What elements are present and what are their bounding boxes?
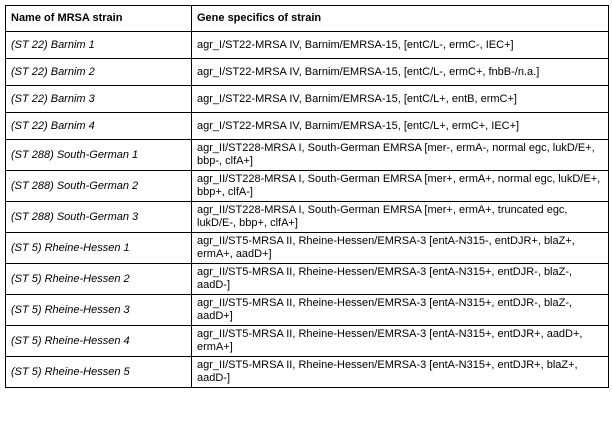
gene-specifics-cell: agr_II/ST5-MRSA II, Rheine-Hessen/EMRSA-… [191, 232, 609, 264]
table-row: (ST 288) South-German 1 agr_II/ST228-MRS… [5, 139, 609, 171]
gene-specifics-cell: agr_II/ST228-MRSA I, South-German EMRSA … [191, 139, 609, 171]
gene-specifics-cell: agr_I/ST22-MRSA IV, Barnim/EMRSA-15, [en… [191, 58, 609, 86]
gene-specifics-cell: agr_I/ST22-MRSA IV, Barnim/EMRSA-15, [en… [191, 112, 609, 140]
gene-specifics-cell: agr_I/ST22-MRSA IV, Barnim/EMRSA-15, [en… [191, 85, 609, 113]
table-row: (ST 5) Rheine-Hessen 1 agr_II/ST5-MRSA I… [5, 232, 609, 264]
header-strain-name: Name of MRSA strain [5, 5, 192, 32]
strain-name-cell: (ST 22) Barnim 2 [5, 58, 192, 86]
gene-specifics-cell: agr_II/ST5-MRSA II, Rheine-Hessen/EMRSA-… [191, 356, 609, 388]
table-row: (ST 22) Barnim 1 agr_I/ST22-MRSA IV, Bar… [5, 31, 609, 59]
table-row: (ST 5) Rheine-Hessen 4 agr_II/ST5-MRSA I… [5, 325, 609, 357]
table-row: (ST 22) Barnim 2 agr_I/ST22-MRSA IV, Bar… [5, 58, 609, 86]
strain-name-cell: (ST 22) Barnim 3 [5, 85, 192, 113]
strain-name-cell: (ST 5) Rheine-Hessen 4 [5, 325, 192, 357]
table-row: (ST 22) Barnim 3 agr_I/ST22-MRSA IV, Bar… [5, 85, 609, 113]
table-row: (ST 5) Rheine-Hessen 3 agr_II/ST5-MRSA I… [5, 294, 609, 326]
gene-specifics-cell: agr_II/ST228-MRSA I, South-German EMRSA … [191, 201, 609, 233]
strain-name-cell: (ST 288) South-German 1 [5, 139, 192, 171]
header-gene-specifics: Gene specifics of strain [191, 5, 609, 32]
strain-name-cell: (ST 5) Rheine-Hessen 3 [5, 294, 192, 326]
gene-specifics-cell: agr_II/ST5-MRSA II, Rheine-Hessen/EMRSA-… [191, 294, 609, 326]
gene-specifics-cell: agr_II/ST228-MRSA I, South-German EMRSA … [191, 170, 609, 202]
gene-specifics-cell: agr_I/ST22-MRSA IV, Barnim/EMRSA-15, [en… [191, 31, 609, 59]
table-row: (ST 22) Barnim 4 agr_I/ST22-MRSA IV, Bar… [5, 112, 609, 140]
gene-specifics-cell: agr_II/ST5-MRSA II, Rheine-Hessen/EMRSA-… [191, 263, 609, 295]
gene-specifics-cell: agr_II/ST5-MRSA II, Rheine-Hessen/EMRSA-… [191, 325, 609, 357]
table-header-row: Name of MRSA strain Gene specifics of st… [5, 5, 609, 32]
table-row: (ST 5) Rheine-Hessen 2 agr_II/ST5-MRSA I… [5, 263, 609, 295]
strain-name-cell: (ST 22) Barnim 1 [5, 31, 192, 59]
strain-name-cell: (ST 5) Rheine-Hessen 1 [5, 232, 192, 264]
strain-name-cell: (ST 22) Barnim 4 [5, 112, 192, 140]
strain-name-cell: (ST 288) South-German 3 [5, 201, 192, 233]
table-row: (ST 5) Rheine-Hessen 5 agr_II/ST5-MRSA I… [5, 356, 609, 388]
mrsa-strain-table: Name of MRSA strain Gene specifics of st… [5, 5, 609, 388]
strain-name-cell: (ST 288) South-German 2 [5, 170, 192, 202]
strain-name-cell: (ST 5) Rheine-Hessen 2 [5, 263, 192, 295]
mrsa-strain-table-container: Name of MRSA strain Gene specifics of st… [5, 5, 609, 388]
table-row: (ST 288) South-German 3 agr_II/ST228-MRS… [5, 201, 609, 233]
strain-name-cell: (ST 5) Rheine-Hessen 5 [5, 356, 192, 388]
table-row: (ST 288) South-German 2 agr_II/ST228-MRS… [5, 170, 609, 202]
